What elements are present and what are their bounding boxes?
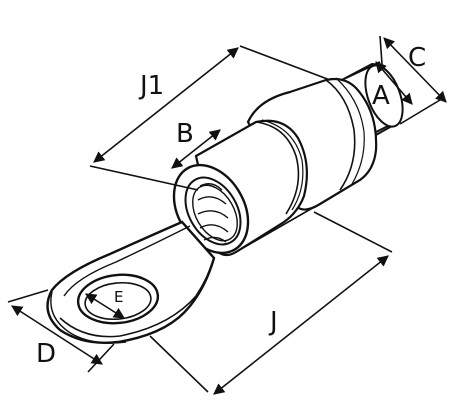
dimension-lines (7, 35, 447, 395)
barrel-opening (172, 163, 250, 255)
label-d: D (36, 339, 56, 369)
label-c: C (408, 43, 426, 73)
label-j1: J1 (138, 71, 164, 101)
label-a: A (372, 81, 390, 111)
label-j: J (268, 307, 278, 337)
label-e: E (114, 288, 123, 306)
label-b: B (176, 119, 194, 149)
